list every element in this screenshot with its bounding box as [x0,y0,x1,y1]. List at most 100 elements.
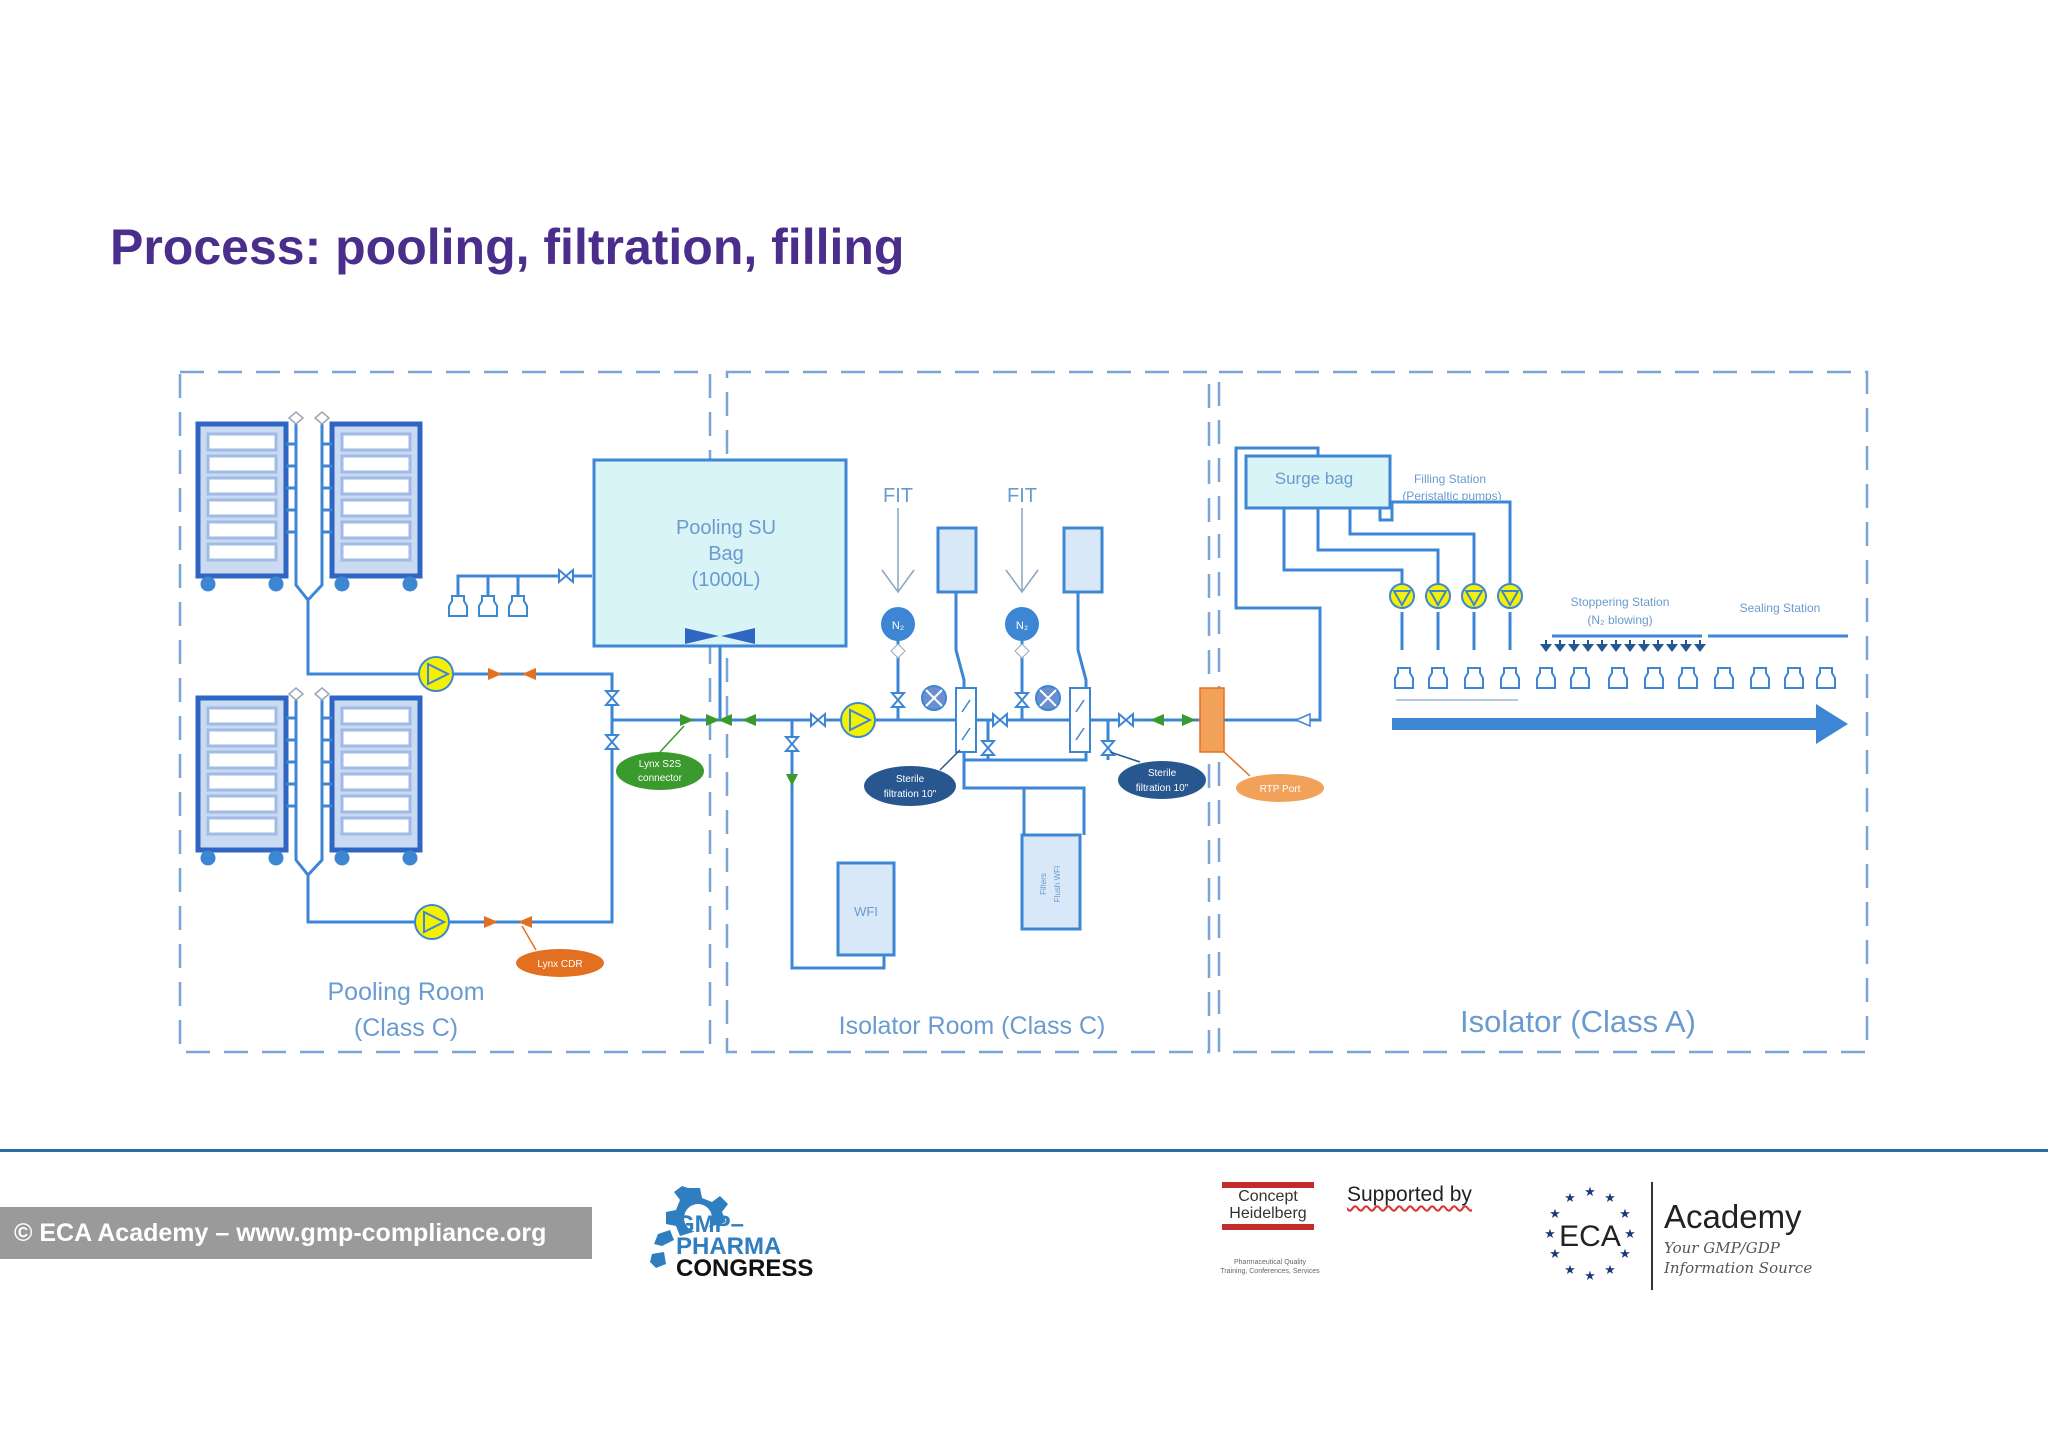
concept-heidelberg-logo: Concept Heidelberg [1222,1182,1314,1242]
pump-icon [1497,583,1523,609]
pooling-su-bag [592,458,848,648]
pump-icon [418,656,454,692]
lynx-cdr-label: Lynx CDR [537,959,582,970]
copyright-bar: © ECA Academy – www.gmp-compliance.org [0,1207,592,1259]
valve-icon [891,692,905,708]
valve-icon [981,740,995,756]
n2-gauge [1005,607,1039,641]
svg-text:★: ★ [1584,1269,1596,1284]
concept-heidelberg-text: Heidelberg [1229,1205,1307,1222]
surge-bag [1244,454,1392,510]
n2-label: N₂ [1016,620,1028,632]
svg-text:★: ★ [1564,1263,1576,1278]
pump-icon [1425,583,1451,609]
rtp-port-badge [1236,774,1324,802]
lynx-s2s-label: Lynx S2S [639,759,682,770]
valve-icon [810,713,826,727]
pooling-room-label: (Class C) [354,1014,458,1042]
sterile-filtration-badge [1118,761,1206,799]
wfi-label: WFI [854,904,878,919]
sterile-filter [955,687,977,753]
connector-icon [484,916,532,928]
sterile-filter [1069,687,1091,753]
svg-text:★: ★ [1544,1227,1556,1242]
sealing-station-label: Sealing Station [1740,601,1821,615]
isolator-room-label: Isolator Room (Class C) [839,1012,1106,1040]
n2-gauge [881,607,915,641]
svg-text:★: ★ [1549,1207,1561,1222]
fit-label: FIT [883,485,913,507]
surge-bag-label: Surge bag [1275,469,1353,488]
flush-tank [1020,833,1082,931]
filling-station-label: (Peristaltic pumps) [1402,489,1501,503]
isolator-piping [1224,446,1848,722]
pooling-bag-label: (1000L) [692,569,761,591]
sterile-filtration-label: filtration 10" [1136,783,1189,794]
flush-label: Filters [1039,873,1048,895]
pooling-room-label: Pooling Room [327,978,484,1006]
valve-icon [785,736,799,752]
wfi-tank [836,861,896,957]
sterile-filtration-badge [864,766,956,806]
flush-label: Flush WFI [1053,866,1062,902]
pump-icon [414,904,450,940]
connector-icon [1294,712,1311,728]
pump-icon [1389,583,1415,609]
svg-text:★: ★ [1619,1247,1631,1262]
mixer-icon [685,628,755,644]
sterile-filtration-label: Sterile [1148,768,1177,779]
svg-text:★: ★ [1624,1227,1636,1242]
gmp-logo-text: CONGRESS [676,1255,814,1282]
footer-rule [0,1149,2048,1152]
valve-icon [1015,692,1029,708]
vials-row [1394,667,1836,689]
connector-icon [680,714,756,726]
vent-bottle [1062,526,1104,594]
rtp-port-label: RTP Port [1260,784,1301,795]
pump-icon [1461,583,1487,609]
academy-wordmark: Academy [1664,1198,1802,1235]
svg-text:★: ★ [1619,1207,1631,1222]
gear-icon [650,1186,728,1268]
sterile-filtration-label: Sterile [896,774,925,785]
eca-divider [1651,1182,1653,1290]
valve-icon [605,734,619,750]
svg-text:★: ★ [1564,1191,1576,1206]
stoppering-station-label: Stoppering Station [1571,595,1670,609]
svg-text:★: ★ [1604,1191,1616,1206]
pump-icon [840,702,876,738]
connector-icon [1150,714,1196,726]
connector-icon [488,668,536,680]
sample-vials [448,595,528,617]
conveyor-arrow [1392,704,1848,744]
pooling-bag-label: Bag [708,543,744,565]
gmp-logo-text: PHARMA [676,1233,782,1260]
valve-icon [992,713,1008,727]
svg-text:★: ★ [1604,1263,1616,1278]
eca-text: ECA [1559,1220,1621,1253]
process-diagram: Pooling SU Bag (1000L) FIT FIT N₂ N₂ [178,370,1869,1054]
pooling-bag-label: Pooling SU [676,517,776,539]
gmp-logo-text: GMP– [676,1211,745,1238]
filling-station-label: Filling Station [1414,472,1486,486]
n2-label: N₂ [892,620,904,632]
svg-text:★: ★ [1549,1247,1561,1262]
connector-icon [786,774,798,786]
stoppering-station-label: (N₂ blowing) [1587,613,1652,627]
isolator-label: Isolator (Class A) [1460,1004,1696,1039]
isolator-box [1217,370,1869,1054]
eca-stars-icon: ★ ★ ★ ★ ★ ★ ★ ★ ★ ★ ★ ★ ECA [1544,1185,1636,1284]
rtp-port [1199,687,1225,753]
n2-diamond [890,643,1030,659]
stopper-arrows [1539,639,1707,653]
concept-heidelberg-text: Concept [1238,1188,1298,1205]
valve-icon [605,690,619,706]
academy-tagline: Your GMP/GDP Information Source [1664,1239,1813,1277]
lynx-s2s-label: connector [638,773,683,784]
lynx-s2s-badge [616,752,704,790]
supported-by-text: Supported by [1347,1183,1472,1206]
slide-title: Process: pooling, filtration, filling [110,219,905,275]
vent-bottle [936,526,978,594]
svg-text:★: ★ [1584,1185,1596,1200]
fit-arrows [881,508,1039,594]
